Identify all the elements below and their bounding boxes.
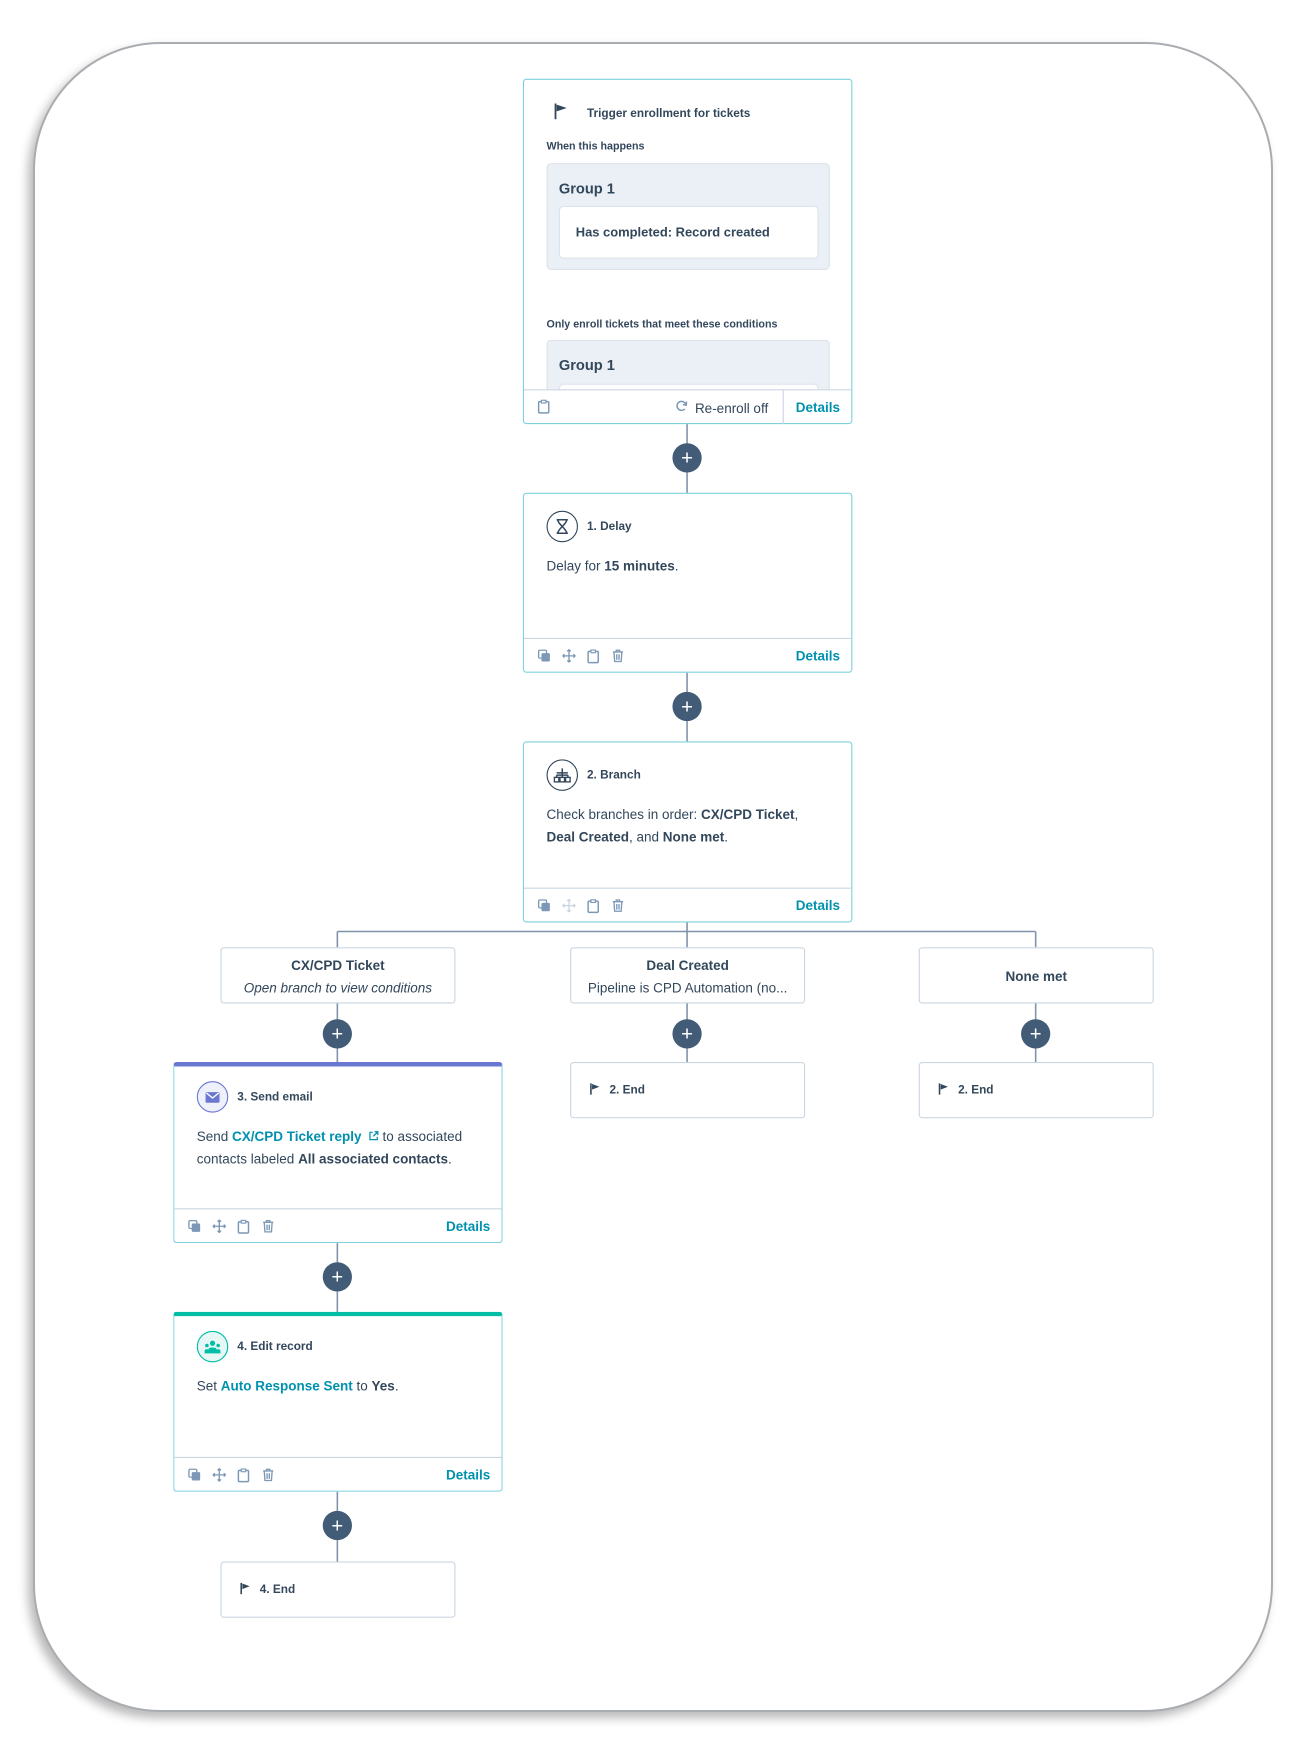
- add-action-button[interactable]: +: [1021, 1019, 1051, 1049]
- end-card-final[interactable]: 4. End: [220, 1561, 456, 1618]
- refresh-icon: [675, 399, 688, 416]
- card-toolbar: [524, 898, 625, 913]
- branch-conditions: Open branch to view conditions: [243, 979, 433, 996]
- filter-group-clip: Group 1: [546, 339, 830, 390]
- copy-icon[interactable]: [537, 898, 551, 912]
- delay-description: Delay for 15 minutes.: [546, 558, 679, 574]
- branch-cx-cpd-ticket[interactable]: CX/CPD Ticket Open branch to view condit…: [220, 947, 456, 1004]
- flag-icon: [553, 102, 569, 123]
- edit-record-title: 4. Edit record: [237, 1339, 313, 1354]
- send-email-title-row: 3. Send email: [196, 1081, 313, 1113]
- end-label: 2. End: [609, 1083, 645, 1097]
- branch-name: CX/CPD Ticket: [291, 957, 385, 974]
- card-toolbar: [174, 1467, 275, 1482]
- card-toolbar: [174, 1218, 275, 1234]
- add-action-button[interactable]: +: [672, 691, 702, 722]
- delay-details-link[interactable]: Details: [795, 648, 841, 664]
- end-card-none-met[interactable]: 2. End: [918, 1062, 1154, 1119]
- clipboard-icon[interactable]: [237, 1219, 250, 1234]
- delay-title-row: 1. Delay: [546, 510, 632, 543]
- trigger-title-row: Trigger enrollment for tickets: [553, 102, 750, 123]
- branch-conditions: Pipeline is CPD Automation (no...: [587, 979, 788, 996]
- branch-details-link[interactable]: Details: [795, 897, 841, 914]
- trash-icon[interactable]: [262, 1219, 275, 1233]
- branch-name: None met: [1005, 968, 1067, 985]
- filter-condition: [558, 383, 819, 390]
- clipboard-icon[interactable]: [587, 898, 600, 913]
- clipboard-icon[interactable]: [587, 648, 600, 663]
- flag-icon: [589, 1082, 600, 1099]
- send-email-card[interactable]: 3. Send email Send CX/CPD Ticket reply t…: [173, 1062, 503, 1244]
- only-enroll-label: Only enroll tickets that meet these cond…: [546, 318, 778, 331]
- edit-record-footer: [174, 1456, 502, 1491]
- edit-record-title-row: 4. Edit record: [196, 1330, 313, 1363]
- trigger-card[interactable]: Trigger enrollment for tickets When this…: [522, 78, 853, 425]
- add-action-button[interactable]: +: [322, 1510, 352, 1541]
- email-link[interactable]: CX/CPD Ticket reply: [232, 1128, 362, 1145]
- flag-icon: [240, 1581, 251, 1598]
- hourglass-icon: [546, 510, 578, 543]
- edit-record-details-link[interactable]: Details: [446, 1467, 491, 1483]
- branch-name: Deal Created: [646, 957, 729, 974]
- clipboard-icon[interactable]: [237, 1467, 250, 1482]
- delay-card[interactable]: 1. Delay Delay for 15 minutes. Details: [522, 492, 853, 673]
- people-icon: [196, 1330, 229, 1363]
- group-title: Group 1: [558, 356, 615, 374]
- trigger-condition[interactable]: Has completed: Record created: [558, 205, 819, 259]
- flag-icon: [938, 1082, 949, 1099]
- send-email-title: 3. Send email: [237, 1090, 313, 1104]
- move-icon: [562, 898, 576, 912]
- branch-deal-created[interactable]: Deal Created Pipeline is CPD Automation …: [570, 947, 806, 1004]
- add-action-button[interactable]: +: [322, 1019, 352, 1049]
- branch-title: 2. Branch: [586, 768, 641, 782]
- end-card-deal-created[interactable]: 2. End: [570, 1062, 806, 1119]
- footer-divider: [782, 390, 784, 425]
- copy-icon[interactable]: [537, 649, 551, 663]
- trigger-group-1[interactable]: Group 1 Has completed: Record created: [546, 163, 830, 270]
- add-action-button[interactable]: +: [672, 1019, 702, 1049]
- end-label: 2. End: [958, 1083, 994, 1097]
- copy-icon[interactable]: [188, 1219, 201, 1233]
- move-icon[interactable]: [212, 1218, 227, 1233]
- send-email-details-link[interactable]: Details: [446, 1218, 491, 1235]
- property-link[interactable]: Auto Response Sent: [220, 1378, 353, 1394]
- edit-record-card[interactable]: 4. Edit record Set Auto Response Sent to…: [173, 1311, 503, 1492]
- filter-group-1[interactable]: Group 1: [546, 339, 830, 390]
- delay-footer: [524, 637, 852, 672]
- move-icon[interactable]: [562, 648, 576, 663]
- when-label: When this happens: [546, 140, 645, 153]
- branch-title-row: 2. Branch: [546, 759, 641, 791]
- trash-icon[interactable]: [262, 1468, 275, 1482]
- add-action-button[interactable]: +: [672, 443, 702, 473]
- branch-footer: [524, 887, 852, 922]
- trash-icon[interactable]: [612, 649, 625, 663]
- trigger-title: Trigger enrollment for tickets: [586, 106, 751, 120]
- branch-icon: [546, 759, 578, 791]
- branch-none-met[interactable]: None met: [918, 947, 1154, 1004]
- external-link-icon[interactable]: [369, 1125, 379, 1148]
- add-action-button[interactable]: +: [322, 1262, 352, 1292]
- trigger-footer: Re-enroll off: [524, 389, 852, 425]
- delay-title: 1. Delay: [586, 519, 632, 534]
- group-title: Group 1: [558, 180, 615, 197]
- end-label: 4. End: [259, 1582, 296, 1597]
- envelope-icon: [196, 1081, 229, 1113]
- copy-icon[interactable]: [188, 1468, 201, 1482]
- move-icon[interactable]: [212, 1467, 227, 1482]
- clipboard-icon[interactable]: [537, 399, 550, 414]
- reenroll-status[interactable]: Re-enroll off: [675, 399, 769, 416]
- send-email-footer: [174, 1208, 502, 1242]
- card-toolbar: [524, 648, 625, 663]
- branch-description: Check branches in order: CX/CPD Ticket,D…: [546, 806, 799, 845]
- reenroll-label: Re-enroll off: [694, 399, 769, 416]
- edit-record-description: Set Auto Response Sent to Yes.: [196, 1378, 399, 1394]
- branch-card[interactable]: 2. Branch Check branches in order: CX/CP…: [522, 741, 853, 923]
- trash-icon[interactable]: [612, 898, 625, 912]
- trigger-details-link[interactable]: Details: [795, 399, 841, 416]
